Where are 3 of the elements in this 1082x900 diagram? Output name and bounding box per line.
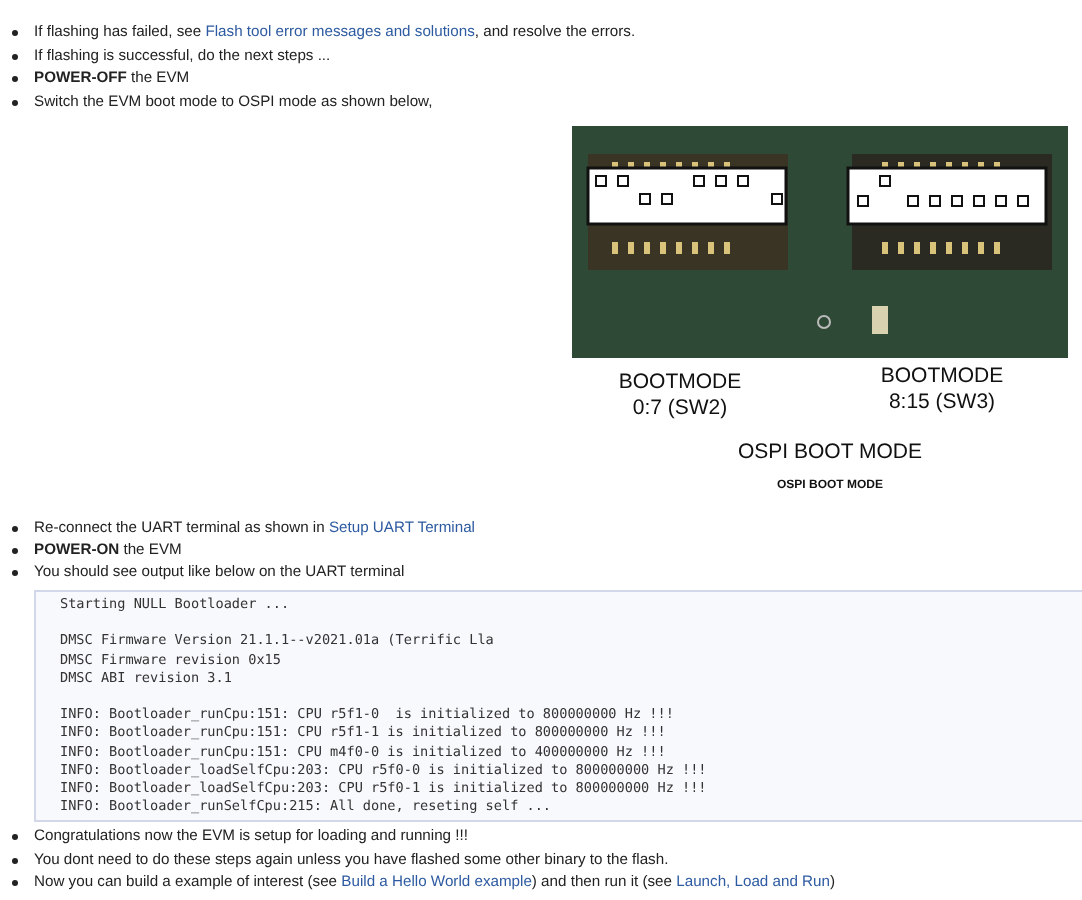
caption: BOOTMODE 8:15 (SW3) xyxy=(878,364,1006,415)
caption: BOOTMODE 0:7 (SW2) xyxy=(616,370,744,421)
figure-title: OSPI BOOT MODE xyxy=(736,440,924,466)
